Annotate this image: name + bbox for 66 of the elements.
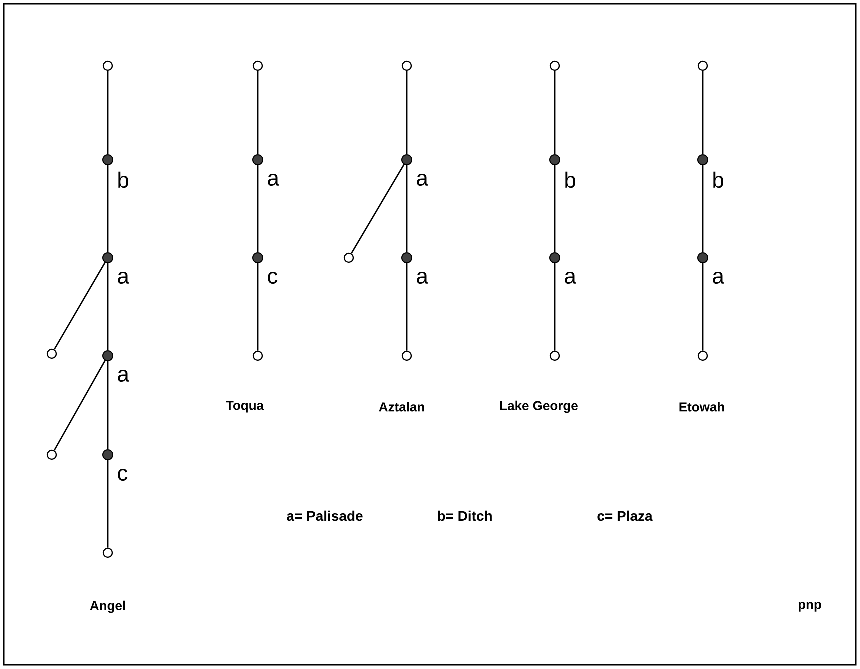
node-letter: a [713, 272, 724, 284]
site-name: Toqua [226, 401, 264, 413]
connector-line [107, 361, 109, 450]
open-circle [46, 348, 58, 360]
connector-line [406, 263, 408, 351]
node-letter: c [268, 272, 278, 284]
connector-line [406, 71, 408, 154]
connector-line [257, 263, 259, 351]
filled-dot [698, 252, 708, 264]
open-circle [698, 350, 708, 362]
open-circle [46, 450, 58, 460]
connector-line [107, 263, 109, 350]
node-letter: a [565, 272, 576, 284]
filled-dot [252, 252, 264, 264]
filled-dot [102, 252, 114, 264]
connector-line [107, 460, 109, 548]
connector-line [107, 166, 109, 252]
node-letter: a [118, 370, 130, 382]
connector-line [702, 263, 704, 351]
node-letter: a [268, 174, 280, 186]
node-letter: b [118, 172, 129, 188]
legend-entry: c= Plaza [598, 510, 653, 522]
connector-line [54, 360, 106, 451]
site-name: Etowah [680, 402, 724, 412]
site-name: pnp [798, 602, 822, 612]
filled-dot [102, 350, 114, 362]
node-letter: a [118, 272, 130, 284]
connector-line [351, 164, 405, 254]
connector-line [54, 262, 106, 350]
open-circle [550, 60, 560, 72]
connector-line [702, 71, 704, 154]
legend-entry: a= Palisade [287, 510, 363, 522]
filled-dot [550, 154, 560, 166]
node-letter: a [417, 272, 428, 284]
open-circle [252, 60, 264, 72]
node-letter: b [566, 172, 576, 188]
connector-line [107, 71, 109, 154]
filled-dot [102, 450, 114, 460]
open-circle [102, 548, 114, 558]
site-name: Aztalan [379, 402, 424, 412]
filled-dot [698, 154, 708, 166]
site-name: Angel [90, 600, 126, 614]
open-circle [698, 60, 708, 72]
open-circle [102, 60, 114, 72]
open-circle [550, 350, 560, 362]
connector-line [554, 71, 556, 154]
open-circle [344, 252, 354, 264]
connector-line [406, 166, 408, 252]
node-letter: b [714, 172, 724, 188]
connector-line [702, 166, 704, 252]
filled-dot [102, 154, 114, 166]
legend-entry: b= Ditch [438, 510, 492, 522]
connector-line [554, 263, 556, 351]
open-circle [252, 350, 264, 362]
node-letter: a [417, 174, 428, 186]
connector-line [257, 71, 259, 154]
connector-line [554, 166, 556, 252]
filled-dot [252, 154, 264, 166]
open-circle [402, 350, 412, 362]
site-name: Lake George [500, 400, 578, 414]
open-circle [402, 60, 412, 72]
filled-dot [402, 252, 412, 264]
node-letter: c [118, 468, 128, 482]
connector-line [257, 166, 259, 252]
filled-dot [402, 154, 412, 166]
filled-dot [550, 252, 560, 264]
